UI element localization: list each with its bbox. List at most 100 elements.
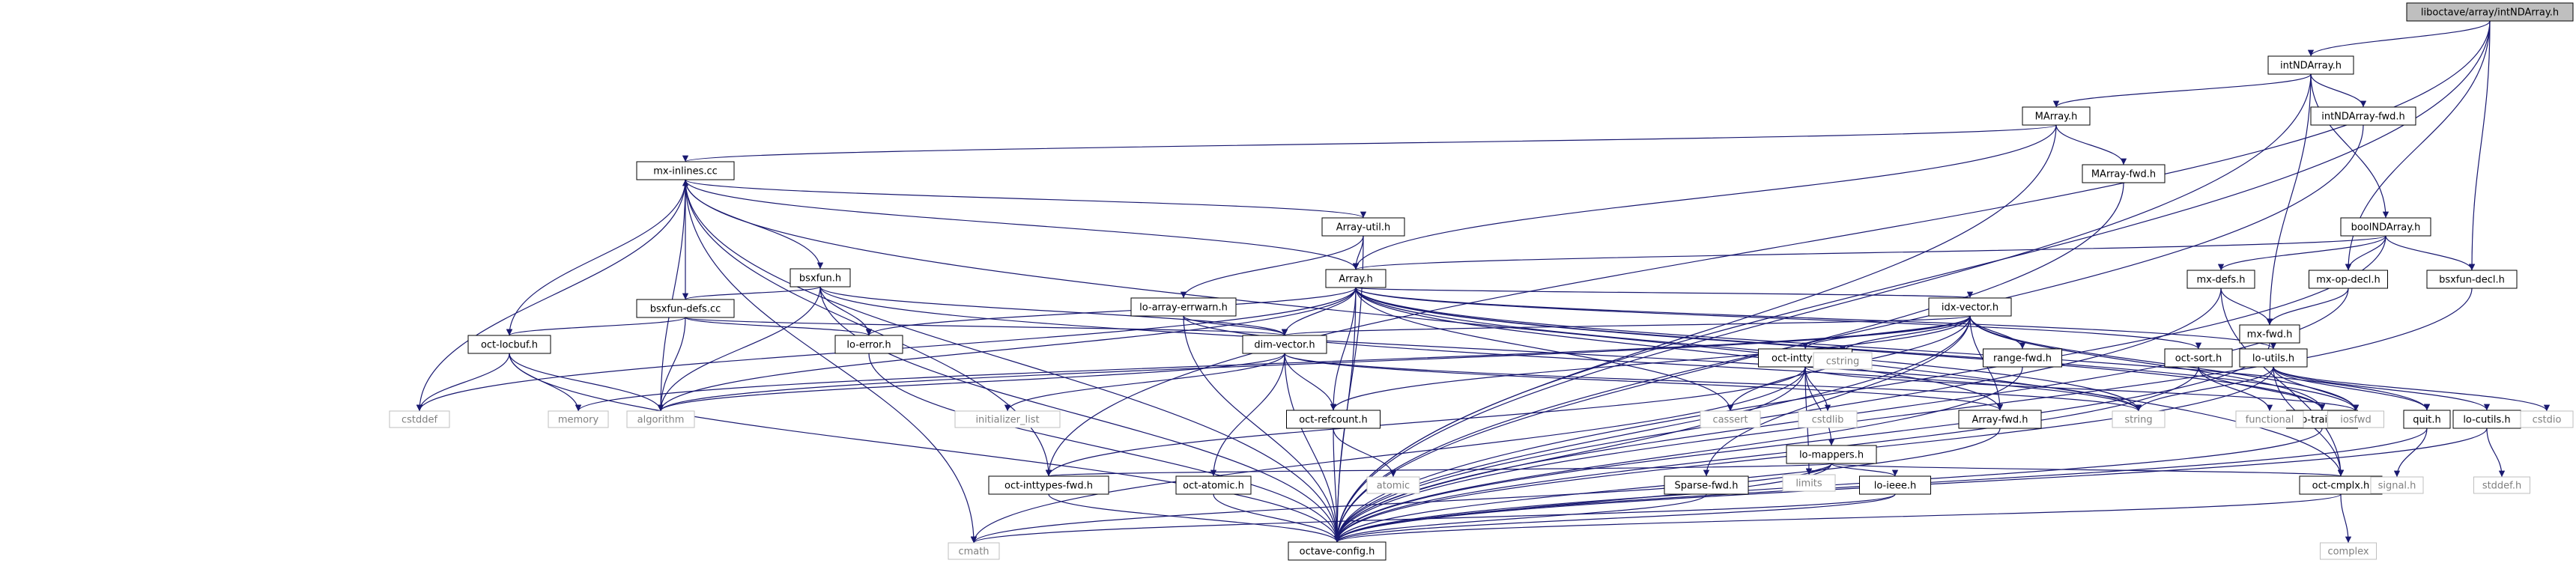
edge-mxdefs-to-octcmplx — [2220, 288, 2345, 477]
edge-bsxfun-to-algorithm — [657, 286, 821, 412]
node-label-limits: limits — [1795, 478, 1822, 490]
node-boolNDArray[interactable]: boolNDArray.h — [2340, 217, 2431, 237]
node-bsxfun[interactable]: bsxfun.h — [790, 268, 851, 288]
node-box-algorithm — [626, 410, 695, 428]
edge-Array-to-cassert — [1355, 287, 1734, 412]
node-label-octinttypesfwd: oct-inttypes-fwd.h — [1004, 481, 1093, 492]
node-loieee[interactable]: lo-ieee.h — [1859, 475, 1931, 495]
node-bsxfundefs[interactable]: bsxfun-defs.cc — [636, 299, 735, 318]
edge-bsxfundefs-to-loerror — [685, 317, 873, 336]
node-octlocbuf[interactable]: oct-locbuf.h — [467, 335, 551, 354]
node-octrefcount[interactable]: oct-refcount.h — [1286, 410, 1381, 429]
node-box-cstdio — [2520, 410, 2574, 428]
node-box-signal — [2370, 476, 2424, 494]
node-label-string: string — [2124, 415, 2152, 426]
node-MArrayFwd[interactable]: MArray-fwd.h — [2082, 164, 2166, 183]
edge-idxvector-to-algorithm — [658, 315, 1971, 412]
node-label-octsort: oct-sort.h — [2175, 353, 2222, 365]
node-label-signal: signal.h — [2378, 481, 2416, 492]
node-loerror[interactable]: lo-error.h — [834, 335, 903, 354]
edge-Array-to-ArrayFwd — [1355, 287, 2004, 411]
node-label-cstring: cstring — [1826, 356, 1859, 368]
node-ArrayUtil[interactable]: Array-util.h — [1321, 217, 1405, 237]
node-label-cassert: cassert — [1712, 415, 1748, 426]
node-mxfwd[interactable]: mx-fwd.h — [2239, 324, 2300, 344]
node-idxvector[interactable]: idx-vector.h — [1928, 297, 2012, 317]
edge-MArray-to-Array — [1352, 124, 2057, 270]
node-box-MArray — [2022, 106, 2091, 126]
edge-bsxfundefs-to-algorithm — [657, 317, 686, 412]
edge-mxinlines-to-cmath — [685, 179, 978, 544]
node-box-octrefcount — [1286, 410, 1381, 429]
edge-loarrayerrwarn-to-octaveconfig — [1183, 315, 1341, 543]
node-MArray[interactable]: MArray.h — [2022, 106, 2091, 126]
node-loarrayerrwarn[interactable]: lo-array-errwarn.h — [1130, 297, 1237, 317]
edge-octatomic-to-octaveconfig — [1213, 493, 1341, 543]
node-box-quit — [2403, 410, 2451, 429]
edge-dimvector-to-octrefcount — [1284, 353, 1337, 411]
node-intNDArray[interactable]: intNDArray.h — [2267, 55, 2354, 75]
node-label-quit: quit.h — [2413, 415, 2441, 426]
edge-Array-to-octrefcount — [1330, 287, 1357, 411]
node-rangefwd[interactable]: range-fwd.h — [1983, 348, 2062, 368]
node-mxinlines[interactable]: mx-inlines.cc — [636, 161, 735, 180]
node-quit[interactable]: quit.h — [2403, 410, 2451, 429]
node-bsxfundecl[interactable]: bsxfun-decl.h — [2426, 270, 2518, 289]
edge-boolNDArray-to-bsxfundecl — [2385, 235, 2476, 271]
node-Array[interactable]: Array.h — [1325, 269, 1387, 288]
node-label-MArrayFwd: MArray-fwd.h — [2091, 169, 2156, 180]
edge-bsxfundefs-to-octlocbuf — [506, 317, 686, 336]
node-octinttypesfwd[interactable]: oct-inttypes-fwd.h — [988, 475, 1109, 495]
edge-octlocbuf-to-algorithm — [509, 353, 664, 412]
node-label-octrefcount: oct-refcount.h — [1299, 415, 1368, 426]
node-cassert: cassert — [1700, 410, 1761, 428]
edge-bsxfun-to-dimvector — [819, 286, 1288, 336]
node-dimvector[interactable]: dim-vector.h — [1242, 335, 1327, 354]
edge-root-to-intNDArray — [2307, 20, 2491, 57]
edge-root-to-bsxfundecl — [2468, 20, 2491, 271]
node-functional: functional — [2235, 410, 2304, 428]
node-label-loieee: lo-ieee.h — [1874, 481, 1916, 492]
node-box-mxinlines — [636, 161, 735, 180]
edge-octrefcount-to-octaveconfig — [1333, 428, 1341, 543]
node-ArrayFwd[interactable]: Array-fwd.h — [1958, 410, 2042, 429]
node-octatomic[interactable]: oct-atomic.h — [1175, 475, 1252, 495]
node-octsort[interactable]: oct-sort.h — [2164, 348, 2233, 368]
edge-MArray-to-octaveconfig — [1333, 124, 2057, 543]
node-label-dimvector: dim-vector.h — [1254, 340, 1315, 351]
edge-octinttypesfwd-to-octaveconfig — [1048, 493, 1341, 543]
node-box-complex — [2320, 542, 2377, 560]
edge-octlocbuf-to-octaveconfig — [509, 353, 1341, 543]
edge-bsxfun-to-loerror — [819, 286, 873, 336]
edge-mxdefs-to-mxfwd — [2220, 288, 2273, 326]
node-octcmplx[interactable]: oct-cmplx.h — [2299, 475, 2383, 495]
edge-idxvector-to-cstring — [1839, 315, 1971, 353]
edge-Array-to-dimvector — [1281, 287, 1357, 336]
node-lomappers[interactable]: lo-mappers.h — [1786, 445, 1877, 464]
node-label-initializer_list: initializer_list — [975, 415, 1039, 426]
node-box-loarrayerrwarn — [1130, 297, 1237, 317]
node-intNDArrayFwd[interactable]: intNDArray-fwd.h — [2310, 106, 2416, 126]
edge-mxinlines-to-ArrayUtil — [685, 179, 1366, 219]
node-SparseFwd[interactable]: Sparse-fwd.h — [1664, 475, 1749, 495]
edge-loieee-to-cmath — [971, 493, 1896, 544]
edge-intNDArray-to-intNDArrayFwd — [2310, 73, 2367, 108]
node-mxdefs[interactable]: mx-defs.h — [2186, 270, 2255, 289]
edge-mxfwd-to-octaveconfig — [1333, 342, 2270, 543]
edge-octinttypes-to-octinttypesfwd — [1045, 366, 1806, 477]
node-box-rangefwd — [1983, 348, 2062, 368]
node-mxopdecl[interactable]: mx-op-decl.h — [2309, 270, 2388, 289]
edge-mxopdecl-to-mxfwd — [2266, 288, 2349, 326]
node-box-stddef — [2473, 476, 2530, 494]
edge-octinttypes-to-cstdlib — [1804, 366, 1831, 412]
node-label-boolNDArray: boolNDArray.h — [2351, 222, 2421, 234]
edge-rangefwd-to-octaveconfig — [1333, 366, 2023, 543]
node-loutils[interactable]: lo-utils.h — [2239, 348, 2308, 368]
node-box-ArrayUtil — [1321, 217, 1405, 237]
edge-MArray-to-mxinlines — [682, 124, 2057, 162]
node-octaveconfig[interactable]: octave-config.h — [1288, 541, 1387, 561]
node-box-memory — [548, 410, 609, 428]
node-box-loerror — [834, 335, 903, 354]
node-locutils[interactable]: lo-cutils.h — [2452, 410, 2521, 429]
node-root[interactable]: liboctave/array/intNDArray.h — [2406, 2, 2574, 22]
